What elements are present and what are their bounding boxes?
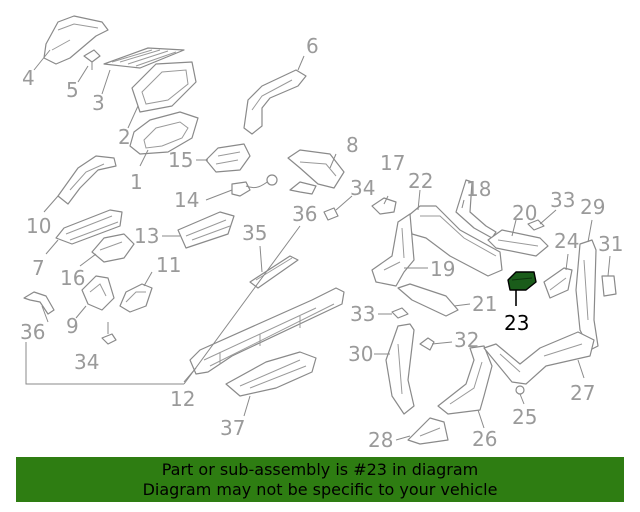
part-37-panel[interactable] bbox=[225, 351, 317, 397]
callout-14: 14 bbox=[174, 188, 199, 212]
callout-19: 19 bbox=[430, 257, 455, 281]
callout-26: 26 bbox=[472, 427, 497, 451]
part-31-cap[interactable] bbox=[601, 275, 617, 297]
part-34-clip-lower[interactable] bbox=[101, 333, 117, 345]
callout-4: 4 bbox=[22, 66, 35, 90]
callout-17: 17 bbox=[380, 151, 405, 175]
part-26-duct[interactable] bbox=[437, 345, 493, 415]
callout-25: 25 bbox=[512, 405, 537, 429]
part-36-seal-lower[interactable] bbox=[23, 291, 55, 315]
part-14-sensor[interactable] bbox=[231, 181, 251, 197]
part-10-duct[interactable] bbox=[57, 155, 117, 205]
callout-10: 10 bbox=[26, 214, 51, 238]
part-11-vent[interactable] bbox=[119, 283, 153, 313]
callout-35: 35 bbox=[242, 221, 267, 245]
part-5-clip[interactable] bbox=[83, 49, 101, 63]
callout-34-upper: 34 bbox=[350, 176, 375, 200]
callout-labels: 1 2 3 4 5 6 7 8 9 10 11 12 13 14 15 16 1… bbox=[20, 34, 623, 452]
part-9-vent[interactable] bbox=[81, 275, 115, 311]
callout-36-upper: 36 bbox=[292, 202, 317, 226]
callout-24: 24 bbox=[554, 229, 579, 253]
callout-9: 9 bbox=[66, 314, 79, 338]
leader-lines bbox=[25, 49, 611, 441]
part-28-duct[interactable] bbox=[407, 417, 449, 445]
callout-27: 27 bbox=[570, 381, 595, 405]
part-24-vent[interactable] bbox=[543, 267, 573, 299]
part-32-clip[interactable] bbox=[419, 337, 435, 351]
part-23-highlighted[interactable] bbox=[507, 271, 537, 291]
callout-33-upper: 33 bbox=[550, 188, 575, 212]
callout-28: 28 bbox=[368, 428, 393, 452]
callout-36-lower: 36 bbox=[20, 320, 45, 344]
callout-30: 30 bbox=[348, 342, 373, 366]
callout-12: 12 bbox=[170, 387, 195, 411]
part-18-duct[interactable] bbox=[455, 179, 497, 239]
part-33-clip-lower[interactable] bbox=[391, 307, 409, 319]
part-22-duct[interactable] bbox=[407, 205, 503, 277]
banner-line-part-number: Part or sub-assembly is #23 in diagram bbox=[161, 459, 479, 479]
part-6-duct[interactable] bbox=[243, 69, 307, 135]
callout-18: 18 bbox=[466, 177, 491, 201]
callout-15: 15 bbox=[168, 148, 193, 172]
part-33-clip-upper[interactable] bbox=[527, 219, 545, 231]
callout-32: 32 bbox=[454, 328, 479, 352]
part-15-vent[interactable] bbox=[205, 143, 251, 173]
part-4-duct[interactable] bbox=[43, 15, 109, 65]
part-29-duct[interactable] bbox=[575, 239, 599, 351]
part-16-duct[interactable] bbox=[91, 233, 135, 263]
callout-37: 37 bbox=[220, 416, 245, 440]
callout-8: 8 bbox=[346, 133, 359, 157]
callout-29: 29 bbox=[580, 195, 605, 219]
info-banner: Part or sub-assembly is #23 in diagram D… bbox=[16, 457, 624, 502]
callout-11: 11 bbox=[156, 253, 181, 277]
callout-31: 31 bbox=[598, 232, 623, 256]
callout-22: 22 bbox=[408, 169, 433, 193]
callout-6: 6 bbox=[306, 34, 319, 58]
callout-33-lower: 33 bbox=[350, 302, 375, 326]
callout-2: 2 bbox=[118, 125, 131, 149]
part-27-duct[interactable] bbox=[483, 331, 595, 385]
part-36-seal-upper[interactable] bbox=[289, 181, 317, 195]
part-21-duct[interactable] bbox=[397, 283, 459, 317]
part-34-clip-upper[interactable] bbox=[323, 207, 339, 221]
callout-5: 5 bbox=[66, 78, 79, 102]
callout-13: 13 bbox=[134, 224, 159, 248]
callout-21: 21 bbox=[472, 292, 497, 316]
part-8-duct[interactable] bbox=[287, 149, 345, 189]
banner-line-disclaimer: Diagram may not be specific to your vehi… bbox=[142, 479, 498, 499]
part-3-grille[interactable] bbox=[103, 47, 185, 69]
callout-7: 7 bbox=[32, 256, 45, 280]
callout-3: 3 bbox=[92, 91, 105, 115]
callout-1: 1 bbox=[130, 170, 143, 194]
part-25-clip[interactable] bbox=[515, 385, 525, 395]
callout-16: 16 bbox=[60, 266, 85, 290]
part-17-sensor[interactable] bbox=[371, 197, 397, 215]
part-19-duct[interactable] bbox=[371, 213, 415, 287]
callout-23-highlighted: 23 bbox=[504, 311, 529, 335]
parts-diagram: 1 2 3 4 5 6 7 8 9 10 11 12 13 14 15 16 1… bbox=[20, 15, 623, 452]
callout-20: 20 bbox=[512, 201, 537, 225]
part-13-grille[interactable] bbox=[177, 211, 235, 249]
part-2-vent-housing[interactable] bbox=[131, 61, 197, 113]
callout-34-lower: 34 bbox=[74, 350, 99, 374]
